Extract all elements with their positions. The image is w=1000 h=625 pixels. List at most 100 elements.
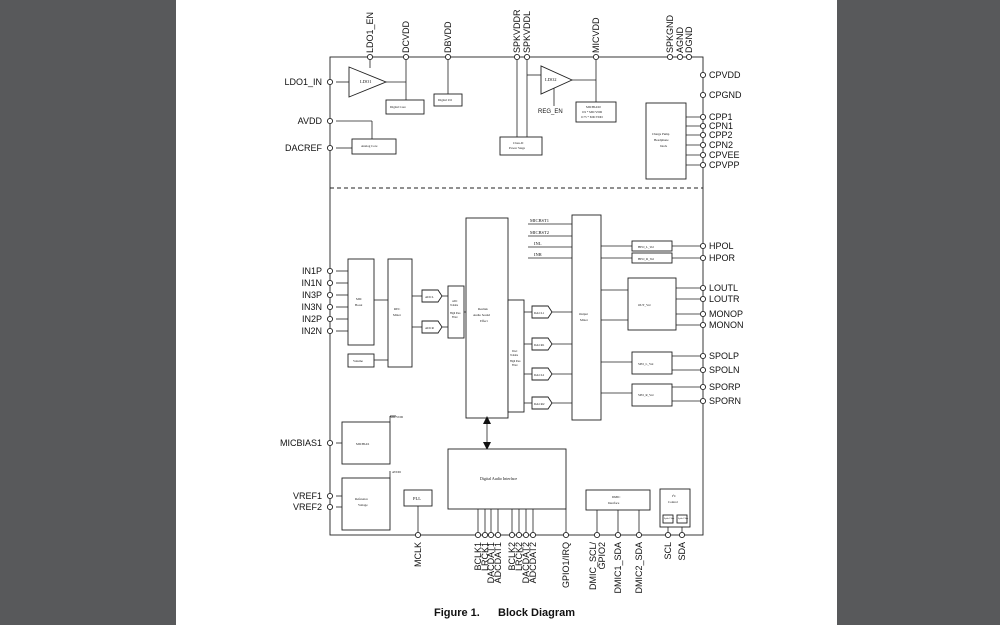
pin-cpn1-terminal <box>699 122 707 130</box>
pin-label-loutr: LOUTR <box>709 294 740 304</box>
reference-voltage-block <box>341 477 391 531</box>
pin-label-dcvdd: DCVDD <box>401 20 411 53</box>
dac-volume-line3: High Pass <box>510 360 520 363</box>
pin-cpgnd-terminal <box>699 91 707 99</box>
rec-mixer-block <box>387 258 413 368</box>
pin-label-ldo1-in: LDO1_IN <box>284 77 322 87</box>
spike-filter-1-label: Spike Filter <box>664 518 675 520</box>
adc-volume-line4: Filter <box>452 316 458 319</box>
pin-label-gpio2: GPIO2 <box>597 542 607 570</box>
pin-label-lrck1: LRCK1 <box>480 542 490 571</box>
digital-io-block <box>433 93 463 107</box>
mic-boost-line1: MIC <box>356 297 362 301</box>
pin-label-lrck2: LRCK2 <box>514 542 524 571</box>
dac-shapes <box>524 305 572 410</box>
adcl-shape <box>421 289 443 303</box>
pin-label-dmic-scl: DMIC_SCL/ <box>588 542 598 591</box>
micbst1-label: MICBST1 <box>530 218 549 223</box>
pin-monop-terminal <box>699 310 707 318</box>
dac-volume-line1: DAC <box>512 350 518 353</box>
pin-scl-terminal <box>664 531 672 539</box>
spo-r-vol-label: SPO_R_Vol <box>638 393 654 397</box>
out-vol-label: OUT_Vol <box>638 303 651 307</box>
digital-audio-interface-block <box>447 448 567 510</box>
pin-dmic-scl-gpio2-terminal <box>593 531 601 539</box>
ref-avdd-label: AVDD <box>392 470 401 474</box>
pin-label-dmic1-sda: DMIC1_SDA <box>613 542 623 594</box>
pin-loutl-terminal <box>699 284 707 292</box>
pin-label-in1p: IN1P <box>302 266 322 276</box>
output-mixer-block <box>571 214 602 421</box>
pin-cpvee-terminal <box>699 151 707 159</box>
pin-cpn2-terminal <box>699 141 707 149</box>
bus-arrow-up <box>483 416 491 424</box>
figure-number: Figure 1. <box>434 607 480 619</box>
pin-cpvdd-terminal <box>699 71 707 79</box>
hpo-r-vol-label: HPO_R_Vol <box>638 257 654 261</box>
pin-label-avdd: AVDD <box>298 116 323 126</box>
pin-cpvpp-terminal <box>699 161 707 169</box>
rec-mixer-line2: Mixer <box>393 313 402 317</box>
pin-label-dacref: DACREF <box>285 143 323 153</box>
spike-filter-2 <box>676 514 688 524</box>
pin-label-sporn: SPORN <box>709 396 741 406</box>
pin-loutr-terminal <box>699 295 707 303</box>
pin-vref1-terminal <box>326 492 334 500</box>
pin-dmic2-sda-terminal <box>635 531 643 539</box>
pin-label-agnd: AGND <box>675 26 685 53</box>
pin-dmic1-sda-terminal <box>614 531 622 539</box>
pin-dcvdd-terminal <box>402 53 410 61</box>
reference-voltage-line1: Reference <box>355 497 369 501</box>
charge-pump-block <box>645 102 687 180</box>
digital-core-label: Digital Core <box>390 105 406 109</box>
spike-filter-1 <box>662 514 674 524</box>
inr-label: INR <box>534 252 542 257</box>
pin-in1p-terminal <box>326 267 334 275</box>
pin-in2n-terminal <box>326 327 334 335</box>
i2c-line1: I²C <box>672 494 676 498</box>
pin-label-hpol: HPOL <box>709 241 734 251</box>
ldo1-label: LDO1 <box>360 79 372 84</box>
hpo-l-vol-label: HPO_L_Vol <box>638 245 654 249</box>
pin-label-cpvdd: CPVDD <box>709 70 741 80</box>
pin-bclk1-terminal <box>474 531 482 539</box>
pin-lrck2-terminal <box>515 531 523 539</box>
spo-l-vol-block <box>631 351 673 375</box>
ase-line1: Realtek <box>478 307 488 311</box>
pin-label-sda: SDA <box>677 542 687 561</box>
adc-volume-line3: High Pass <box>450 312 460 315</box>
pin-label-vref2: VREF2 <box>293 502 322 512</box>
pin-in3n-terminal <box>326 303 334 311</box>
micbias-micvdd-label: MICVDD <box>390 415 404 419</box>
pin-spolp-terminal <box>699 352 707 360</box>
pin-dacdat1-terminal <box>487 531 495 539</box>
pin-label-bclk1: BCLK1 <box>473 542 483 571</box>
pin-label-cpn1: CPN1 <box>709 121 733 131</box>
pin-label-micvdd: MICVDD <box>591 17 601 53</box>
dmic-interface-block <box>585 489 651 511</box>
ldo2-label: LDO2 <box>545 77 557 82</box>
pin-bclk2-terminal <box>508 531 516 539</box>
pin-avdd-terminal <box>326 117 334 125</box>
document-page[interactable]: LDO1 Digital Core Digital I/O Analog Cor… <box>176 0 837 625</box>
pin-dgnd-terminal <box>685 53 693 61</box>
pin-label-vref1: VREF1 <box>293 491 322 501</box>
pin-spkvddr-terminal <box>513 53 521 61</box>
pin-vref2-terminal <box>326 503 334 511</box>
dacr1-label: DACR1 <box>534 343 545 347</box>
digital-io-label: Digital I/O <box>438 98 453 102</box>
micvdd-block-line3: 0.75 * MICVDD <box>581 115 603 119</box>
pin-label-ldo1-en: LDO1_EN <box>365 12 375 53</box>
pin-label-gpio1-irq: GPIO1/IRQ <box>561 542 571 588</box>
pin-label-dbvdd: DBVDD <box>443 21 453 53</box>
pin-label-hpor: HPOR <box>709 253 736 263</box>
class-d-label: Class-D <box>513 141 524 145</box>
pin-dacref-terminal <box>326 144 334 152</box>
mic-boost-line2: Boost <box>355 303 363 307</box>
pin-label-mclk: MCLK <box>413 542 423 567</box>
pin-label-dmic2-sda: DMIC2_SDA <box>634 542 644 594</box>
pin-ldo1-en-terminal <box>366 53 374 61</box>
pin-sda-terminal <box>678 531 686 539</box>
charge-pump-line3: block <box>660 144 667 148</box>
